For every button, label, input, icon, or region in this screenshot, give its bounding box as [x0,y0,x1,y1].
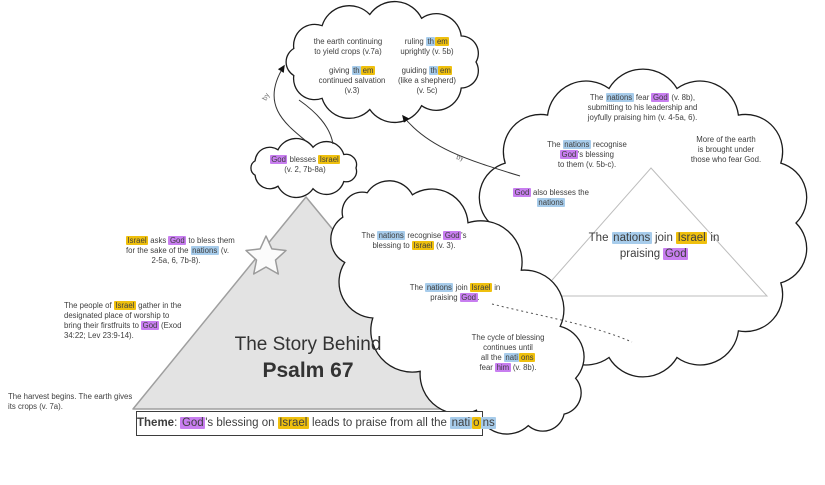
triangle-title-line1: The Story Behind [234,334,382,355]
god-blesses-israel-cloud [250,137,358,199]
triangle-title-line2: Psalm 67 [262,359,354,382]
by-label-left: by [262,92,272,102]
connector-arrow-right [402,114,521,177]
god-blesses-israel-note: God blesses Israel(v. 2, 7b-8a) [269,155,341,174]
star-icon [245,235,287,275]
top-cloud-shape [285,1,479,123]
inner-triangle [536,167,769,297]
connector-arrow-left [273,64,307,142]
connector-line-small [298,99,334,145]
nations-fear-god-note: The nations fear God (v. 8b),submitting … [587,93,698,122]
by-label-right: by [456,154,465,162]
theme-box: Theme: God's blessing on Israel leads to… [136,411,497,436]
triangle-title: The Story Behind Psalm 67 [208,332,408,385]
